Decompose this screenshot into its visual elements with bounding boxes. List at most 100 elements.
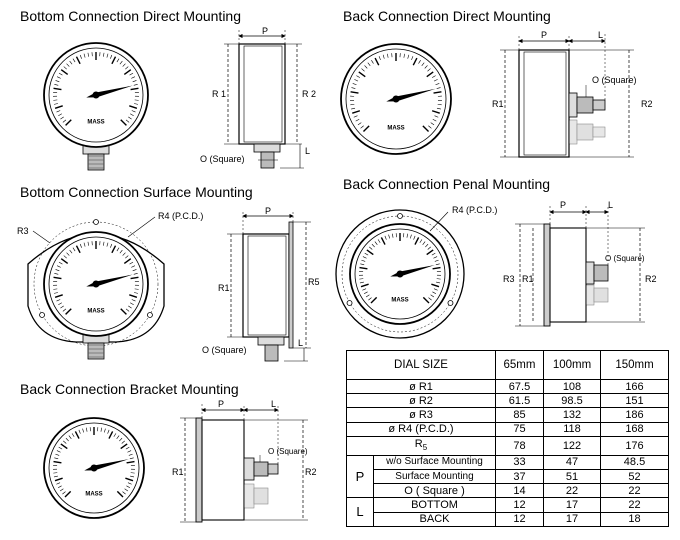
gauge-brand-label: MASS xyxy=(87,120,104,126)
group-label-l: L xyxy=(346,497,374,527)
gauge-brand-label: MASS xyxy=(387,125,404,131)
title-bottom-surface: Bottom Connection Surface Mounting xyxy=(20,184,253,200)
label-r1-2: R1 xyxy=(492,99,504,109)
cell: 22 xyxy=(600,483,669,499)
cell: 12 xyxy=(495,497,544,513)
cell: 98.5 xyxy=(543,393,601,409)
label-r2-2: R2 xyxy=(641,99,653,109)
gauge-back-bracket: MASS xyxy=(43,417,145,519)
side-view-back-panel: P L R3 R1 R2 O (Square) xyxy=(503,200,657,327)
label-r2-5: R2 xyxy=(305,467,317,477)
title-back-bracket: Back Connection Bracket Mounting xyxy=(20,381,239,397)
table-row: R5 78 122 176 xyxy=(346,435,669,456)
cell: 166 xyxy=(600,378,669,395)
label-l-3: L xyxy=(298,338,303,348)
cell: 48.5 xyxy=(600,454,669,471)
cell: 108 xyxy=(543,378,601,395)
table-row: ø R1 67.5 108 166 xyxy=(346,378,669,395)
header-size-100: 100mm xyxy=(543,350,601,380)
row-label: BOTTOM xyxy=(373,497,496,513)
group-label-p: P xyxy=(346,454,374,499)
cell: 18 xyxy=(600,511,669,528)
cell: 37 xyxy=(495,468,544,485)
cell: 61.5 xyxy=(495,393,544,409)
table-row: ø R4 (P.C.D.) 75 118 168 xyxy=(346,421,669,437)
row-label: ø R3 xyxy=(346,407,496,423)
table-row: BACK 12 17 18 xyxy=(347,511,669,528)
row-label: Surface Mounting xyxy=(373,468,496,485)
cell: 85 xyxy=(495,407,544,423)
label-r3-surface: R3 xyxy=(17,226,29,236)
row-label: O ( Square ) xyxy=(373,483,496,499)
row-label: BACK xyxy=(373,511,496,528)
side-view-bottom-surface: P R1 R5 L O (Square) xyxy=(202,206,320,362)
title-back-direct: Back Connection Direct Mounting xyxy=(343,8,551,24)
side-view-bottom-direct: P R 1 R 2 L O (Square) xyxy=(200,26,316,169)
label-r4-surface: R4 (P.C.D.) xyxy=(158,211,203,221)
table-header-row: DIAL SIZE 65mm 100mm 150mm xyxy=(346,350,669,380)
gauge-back-direct: MASS xyxy=(340,43,452,155)
label-p-1: P xyxy=(262,26,268,36)
gauge-brand-label: MASS xyxy=(87,309,104,315)
cell: 12 xyxy=(495,511,544,528)
label-r1-5: R1 xyxy=(172,467,184,477)
gauge-brand-label: MASS xyxy=(391,298,408,304)
cell: 78 xyxy=(495,435,544,456)
label-p-4: P xyxy=(560,200,566,210)
cell: 33 xyxy=(495,454,544,471)
label-o-square-3: O (Square) xyxy=(202,345,247,355)
gauge-brand-label: MASS xyxy=(85,492,102,498)
title-back-panel: Back Connection Penal Mounting xyxy=(343,176,551,192)
cell: 22 xyxy=(543,483,601,499)
cell: 75 xyxy=(495,421,544,437)
table-row: Surface Mounting 37 51 52 xyxy=(347,468,669,485)
cell: 17 xyxy=(543,497,601,513)
label-r1-4: R1 xyxy=(522,274,534,284)
cell: 151 xyxy=(600,393,669,409)
cell: 52 xyxy=(600,468,669,485)
gauge-back-panel: MASS xyxy=(335,209,465,339)
label-o-square-1: O (Square) xyxy=(200,154,245,164)
table-row: L BOTTOM 12 17 22 xyxy=(346,497,669,527)
cell: 118 xyxy=(543,421,601,437)
cell: 14 xyxy=(495,483,544,499)
label-r4-panel: R4 (P.C.D.) xyxy=(452,205,497,215)
row-label: R5 xyxy=(346,435,496,456)
row-label: ø R2 xyxy=(346,393,496,409)
row-label: ø R4 (P.C.D.) xyxy=(346,421,496,437)
label-o-square-2: O (Square) xyxy=(592,75,637,85)
header-size-150: 150mm xyxy=(600,350,669,380)
label-l-2: L xyxy=(598,30,603,40)
header-size-65: 65mm xyxy=(495,350,544,380)
label-l-4: L xyxy=(608,200,613,210)
cell: 132 xyxy=(543,407,601,423)
label-o-square-5: O (Square) xyxy=(268,447,308,456)
side-view-back-direct: P L R1 R2 O (Square) xyxy=(492,30,653,158)
row-label: w/o Surface Mounting xyxy=(373,454,496,471)
cell: 22 xyxy=(600,497,669,513)
label-o-square-4: O (Square) xyxy=(605,254,645,263)
side-view-back-bracket: P L R1 R2 O (Square) xyxy=(172,399,317,523)
table-row: ø R3 85 132 186 xyxy=(346,407,669,423)
cell: 51 xyxy=(543,468,601,485)
row-label-subscript: 5 xyxy=(422,442,428,452)
table-row: ø R2 61.5 98.5 151 xyxy=(346,393,669,409)
label-r3-4: R3 xyxy=(503,274,515,284)
gauge-bottom-direct: MASS xyxy=(43,42,149,171)
label-r1-3: R1 xyxy=(218,283,230,293)
label-r1-1: R 1 xyxy=(212,89,226,99)
dimension-table: DIAL SIZE 65mm 100mm 150mm ø R1 67.5 108… xyxy=(346,350,669,528)
cell: 176 xyxy=(600,435,669,456)
cell: 67.5 xyxy=(495,378,544,395)
header-dial-size: DIAL SIZE xyxy=(346,350,496,380)
label-p-5: P xyxy=(218,399,224,409)
label-l-1: L xyxy=(305,146,310,156)
gauge-bottom-surface: MASS xyxy=(27,219,165,360)
cell: 122 xyxy=(543,435,601,456)
label-r2-1: R 2 xyxy=(302,89,316,99)
cell: 168 xyxy=(600,421,669,437)
cell: 47 xyxy=(543,454,601,471)
label-l-5: L xyxy=(271,399,276,409)
cell: 186 xyxy=(600,407,669,423)
